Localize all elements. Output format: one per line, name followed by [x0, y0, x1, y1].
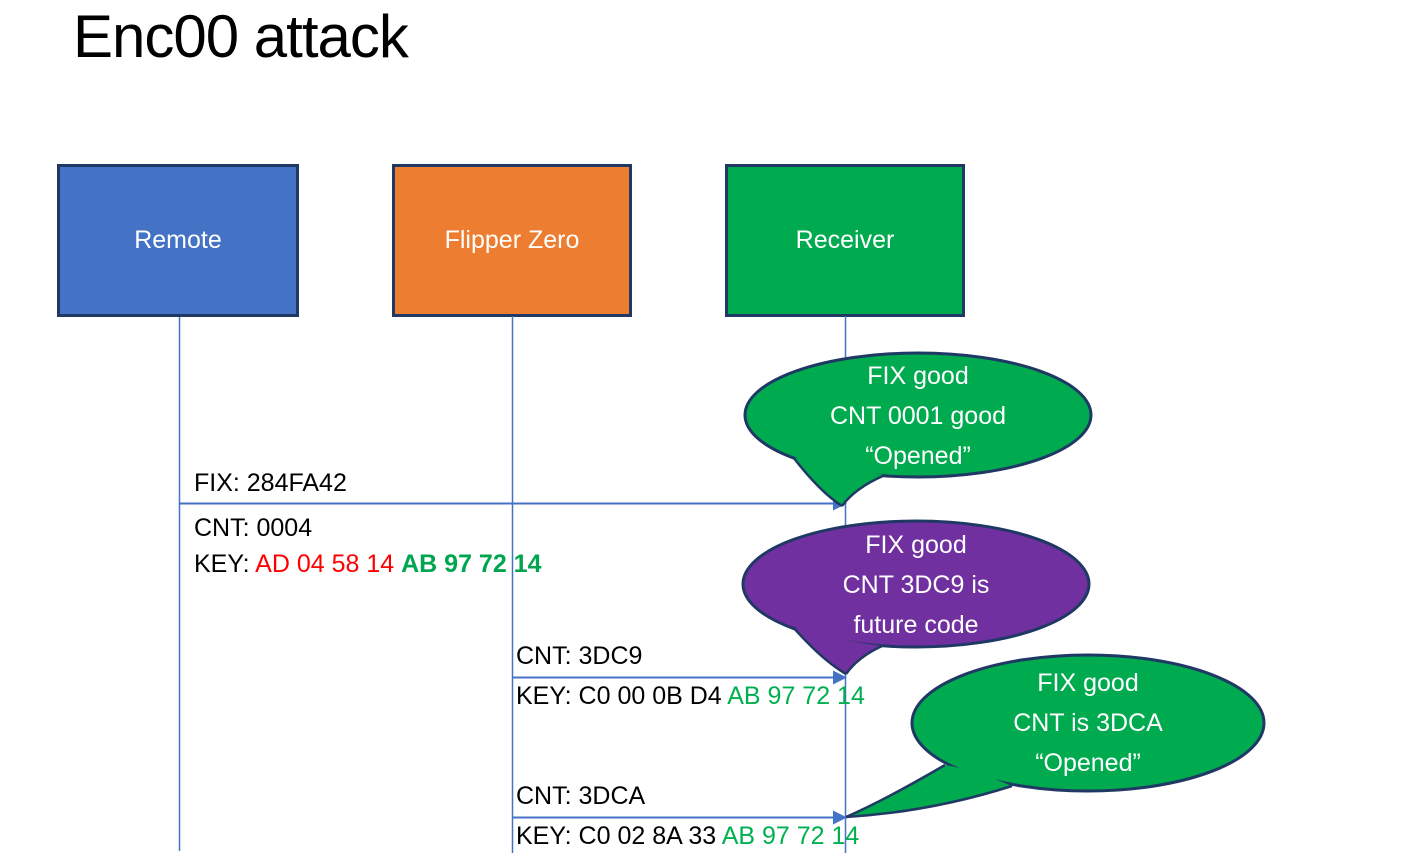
message2-key-green-bytes: AB 97 72 14 [727, 682, 865, 710]
bubble2-line3: future code [853, 611, 979, 639]
bubble1-line3: “Opened” [865, 442, 971, 470]
message1-key-red-bytes: AD 04 58 14 [255, 550, 402, 578]
bubble2-ellipse [741, 519, 1091, 649]
bubble3-line2: CNT is 3DCA [1013, 709, 1163, 737]
slide-title: Enc00 attack [73, 3, 409, 70]
bubble1-line2: CNT 0001 good [829, 402, 1007, 430]
bubble2-line1: FIX good [865, 531, 967, 559]
bubble1-text: FIX good CNT 0001 good “Opened” [745, 356, 1091, 476]
message1-key-label: KEY: AD 04 58 14 AB 97 72 14 [194, 550, 541, 578]
speech-bubble-future-code [741, 519, 1091, 676]
message1-fix-text: FIX: 284FA42 [194, 469, 347, 497]
bubble2-line2: CNT 3DC9 is [842, 571, 990, 599]
message1-fix-label: FIX: 284FA42 [194, 469, 347, 497]
bubble3-tail [846, 765, 1012, 817]
message3-key-label: KEY: C0 02 8A 33 AB 97 72 14 [516, 822, 859, 850]
message3-cnt-text: CNT: 3DCA [516, 782, 646, 810]
message3-cnt-label: CNT: 3DCA [516, 782, 645, 810]
speech-bubble-opened-2 [845, 653, 1266, 819]
speech-bubble-opened-1 [743, 351, 1093, 508]
arrowhead-flipper-to-receiver-1 [833, 670, 847, 685]
message3-key-green-bytes: AB 97 72 14 [721, 822, 860, 850]
bubble3-text: FIX good CNT is 3DCA “Opened” [912, 663, 1264, 783]
message2-cnt-text: CNT: 3DC9 [516, 642, 643, 670]
bubble3-tail-outline [845, 763, 1013, 819]
bubble2-text: FIX good CNT 3DC9 is future code [743, 525, 1089, 645]
actor-box-flipper-zero: Flipper Zero [392, 164, 632, 317]
actor-label-flipper-zero: Flipper Zero [444, 226, 580, 254]
message2-cnt-label: CNT: 3DC9 [516, 642, 642, 670]
arrowhead-flipper-to-receiver-2 [833, 810, 847, 825]
bubble1-tail [793, 457, 885, 506]
message1-key-prefix: KEY: [194, 550, 256, 578]
actor-box-remote: Remote [57, 164, 299, 317]
actor-label-remote: Remote [134, 226, 222, 254]
bubble3-line1: FIX good [1037, 669, 1139, 697]
bubble2-tail-outline [792, 626, 883, 676]
message3-key-black-bytes: KEY: C0 02 8A 33 [516, 822, 722, 850]
message2-key-black-bytes: KEY: C0 00 0B D4 [516, 682, 728, 710]
message1-cnt-text: CNT: 0004 [194, 514, 313, 542]
message2-key-label: KEY: C0 00 0B D4 AB 97 72 14 [516, 682, 865, 710]
actor-label-receiver: Receiver [795, 226, 895, 254]
bubble3-line3: “Opened” [1035, 749, 1141, 777]
bubble1-tail-outline [792, 456, 886, 508]
actor-box-receiver: Receiver [725, 164, 965, 317]
bubble1-line1: FIX good [867, 362, 969, 390]
message1-key-green-bytes: AB 97 72 14 [401, 550, 542, 578]
bubble2-tail [793, 627, 882, 674]
bubble1-ellipse [743, 351, 1093, 479]
message1-cnt-label: CNT: 0004 [194, 514, 312, 542]
bubble3-ellipse [910, 653, 1266, 793]
